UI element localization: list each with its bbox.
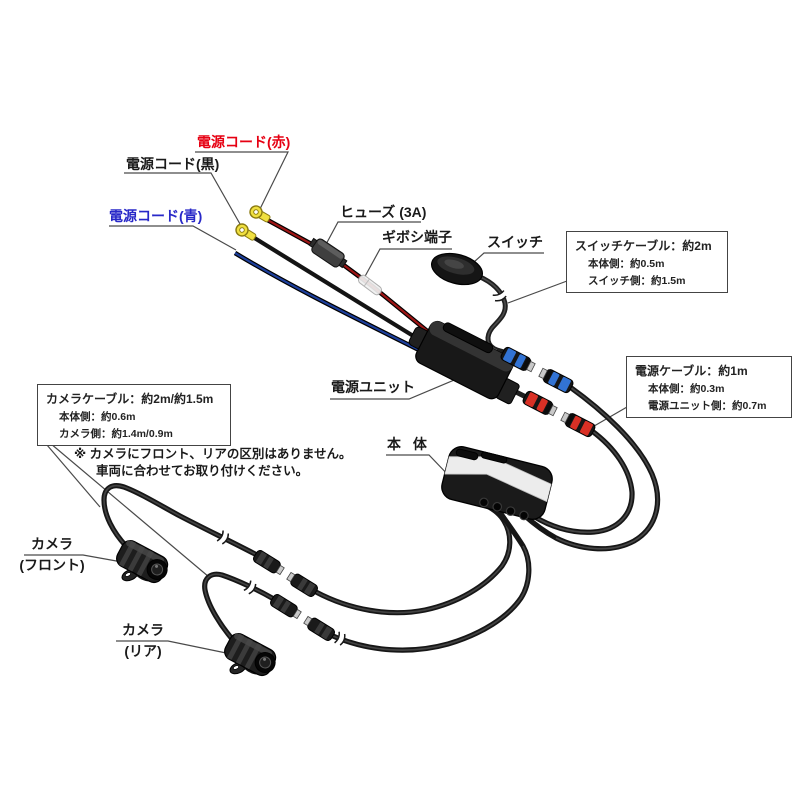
label-camera-rear-sub: (リア) xyxy=(124,643,162,659)
leader-camera-rear xyxy=(116,640,232,655)
front-camera-connector-plug-icon xyxy=(251,548,287,578)
switch-cable-body-side-highlight xyxy=(555,386,659,550)
leader-switch-cable-box xyxy=(507,280,568,304)
black-power-wire xyxy=(246,232,438,352)
front-camera-connector-socket-icon xyxy=(284,569,320,599)
callout-power-cable: 電源ケーブル：約1m 本体側：約0.3m 電源ユニット側：約0.7m xyxy=(626,356,792,418)
camera-note-line1: ※ カメラにフロント、リアの区別はありません。 xyxy=(74,447,352,461)
camera-cable-detail2: カメラ側：約1.4m/0.9m xyxy=(59,428,173,440)
giboshi-terminal-icon xyxy=(358,274,382,296)
leader-main-unit xyxy=(386,454,453,480)
ring-terminal-black-icon xyxy=(235,223,257,241)
callout-camera-cable: カメラケーブル：約2m/約1.5m 本体側：約0.6m カメラ側：約1.4m/0… xyxy=(37,384,231,446)
label-camera-front-sub: (フロント) xyxy=(19,557,85,573)
fuse-icon xyxy=(308,237,348,269)
leader-camera-cable-rear xyxy=(43,437,210,578)
camera-cable-detail1: 本体側：約0.6m xyxy=(59,411,136,423)
rear-camera-cable-body-side-highlight xyxy=(332,545,530,651)
label-power-cord-black: 電源コード(黒) xyxy=(126,156,220,172)
rear-camera-icon xyxy=(221,630,280,679)
leader-camera-front xyxy=(24,554,123,563)
rear-camera-connector-plug-icon xyxy=(268,592,304,622)
front-camera-icon xyxy=(113,537,172,586)
power-cable-body-side-highlight xyxy=(534,430,633,534)
main-unit-vent xyxy=(455,448,479,461)
leader-giboshi xyxy=(362,248,452,281)
switch-icon xyxy=(431,252,483,286)
label-giboshi: ギボシ端子 xyxy=(382,229,452,245)
switch-cable-detail2: スイッチ側：約1.5m xyxy=(588,275,686,287)
leader-power-unit xyxy=(330,377,460,400)
front-camera-cable-highlight xyxy=(103,484,256,555)
leader-fuse xyxy=(323,221,421,249)
label-power-cord-blue: 電源コード(青) xyxy=(109,208,203,224)
label-main-unit: 本 体 xyxy=(387,436,431,452)
switch-cable-highlight xyxy=(477,275,507,351)
power-connector-plug-icon xyxy=(521,389,559,419)
power-connector-socket-icon xyxy=(559,409,597,439)
switch-connector-socket-icon xyxy=(537,365,575,395)
main-unit-port xyxy=(479,497,489,508)
switch-cable-title: スイッチケーブル：約2m xyxy=(575,239,712,253)
main-unit-ports xyxy=(479,497,529,521)
callout-switch-cable: スイッチケーブル：約2m 本体側：約0.5m スイッチ側：約1.5m xyxy=(566,231,728,293)
camera-cable-title: カメラケーブル：約2m/約1.5m xyxy=(46,392,214,406)
leader-camera-cable-front xyxy=(40,437,101,508)
power-cable-detail2: 電源ユニット側：約0.7m xyxy=(648,400,767,412)
front-camera-cable-body-side xyxy=(313,501,513,616)
rear-camera-cable xyxy=(202,571,275,643)
main-unit-port xyxy=(492,501,503,512)
label-power-unit: 電源ユニット xyxy=(331,379,415,395)
rear-camera-cable-highlight xyxy=(203,573,273,641)
leader-cord-blue xyxy=(109,225,237,251)
leader-lines xyxy=(24,151,628,655)
front-camera-cable-body-side-highlight xyxy=(315,520,511,614)
main-unit-port xyxy=(519,510,529,521)
leader-cord-black xyxy=(124,172,245,232)
main-unit-device xyxy=(441,446,553,521)
label-switch: スイッチ xyxy=(487,234,543,250)
rear-camera-cable-body-side xyxy=(330,505,532,653)
label-power-cord-red: 電源コード(赤) xyxy=(197,134,291,150)
leader-cord-red xyxy=(195,151,289,212)
power-cable-title: 電源ケーブル：約1m xyxy=(635,364,748,378)
ring-terminal-red-icon xyxy=(249,205,271,223)
camera-note-line2: 車両に合わせてお取り付けください。 xyxy=(96,464,309,478)
label-camera-front: カメラ xyxy=(31,536,73,552)
red-power-wire xyxy=(261,216,438,340)
main-unit-port xyxy=(505,506,516,516)
main-unit-ridge xyxy=(480,451,508,464)
power-cable-detail1: 本体側：約0.3m xyxy=(648,383,725,395)
label-fuse: ヒューズ (3A) xyxy=(340,204,427,220)
rear-camera-connector-socket-icon xyxy=(301,613,337,643)
blue-power-wire xyxy=(234,252,434,358)
power-unit-device xyxy=(408,320,520,405)
label-camera-rear: カメラ xyxy=(122,622,164,638)
switch-cable-detail1: 本体側：約0.5m xyxy=(588,258,665,270)
